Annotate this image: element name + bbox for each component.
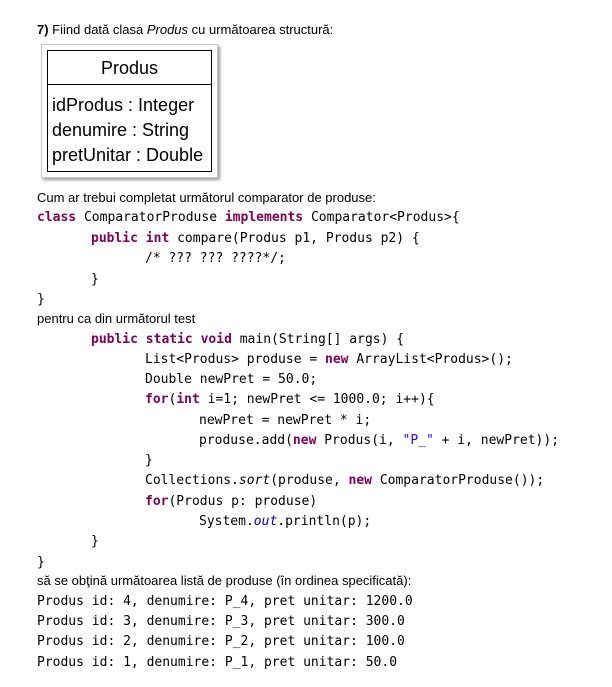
output-line: Produs id: 3, denumire: P_3, pret unitar… <box>37 614 405 629</box>
code-line-close-main: } <box>91 534 99 549</box>
code-line-assign: newPret = newPret * i; <box>199 413 372 428</box>
code-line-close-outer: } <box>37 555 45 570</box>
uml-class-frame: Produs idProdus : Integer denumire : Str… <box>47 50 212 172</box>
uml-attribute-denumire: denumire : String <box>52 120 190 140</box>
uml-attribute-pret: pretUnitar : Double <box>52 145 204 165</box>
code-line-for: for(int i=1; newPret <= 1000.0; i++){ <box>145 392 435 407</box>
code-line-print: System.out.println(p); <box>199 514 372 529</box>
code-line-close-class: } <box>37 292 45 307</box>
code-line-list: List<Produs> produse = new ArrayList<Pro… <box>145 352 513 367</box>
keyword-class: class <box>37 210 77 225</box>
code-line-for-each: for(Produs p: produse) <box>145 494 318 509</box>
output-line: Produs id: 4, denumire: P_4, pret unitar… <box>37 594 413 609</box>
code-line-double: Double newPret = 50.0; <box>145 372 318 387</box>
uml-attribute-id: idProdus : Integer <box>52 95 195 115</box>
uml-class-title: Produs <box>48 51 211 85</box>
question-heading: 7) Fiind dată clasa Produs cu următoarea… <box>37 22 333 38</box>
code-line-close-for: } <box>145 453 153 468</box>
prompt-comparator: Cum ar trebui completat următorul compar… <box>37 190 376 205</box>
question-intro-before: Fiind dată clasa <box>48 22 147 37</box>
code-line-class: class ComparatorProduse implements Compa… <box>37 210 460 225</box>
code-line-sort: Collections.sort(produse, new Comparator… <box>145 473 545 488</box>
code-line-main: public static void main(String[] args) { <box>91 332 405 347</box>
output-line: Produs id: 2, denumire: P_2, pret unitar… <box>37 634 405 649</box>
code-line-compare: public int compare(Produs p1, Produs p2)… <box>91 231 420 246</box>
code-line-close-method: } <box>91 272 99 287</box>
code-line-comment: /* ??? ??? ????*/; <box>145 251 286 266</box>
code-line-add: produse.add(new Produs(i, "P_" + i, newP… <box>199 433 560 448</box>
question-number: 7) <box>37 22 49 37</box>
output-line: Produs id: 1, denumire: P_1, pret unitar… <box>37 655 398 670</box>
prompt-result: să se obţină următoarea listă de produse… <box>37 573 412 588</box>
prompt-test: pentru ca din următorul test <box>37 311 196 326</box>
question-class-name: Produs <box>146 22 189 37</box>
keyword-implements: implements <box>224 210 304 225</box>
question-intro-after: cu următoarea structură: <box>188 22 334 37</box>
uml-class-box: Produs idProdus : Integer denumire : Str… <box>41 44 218 178</box>
